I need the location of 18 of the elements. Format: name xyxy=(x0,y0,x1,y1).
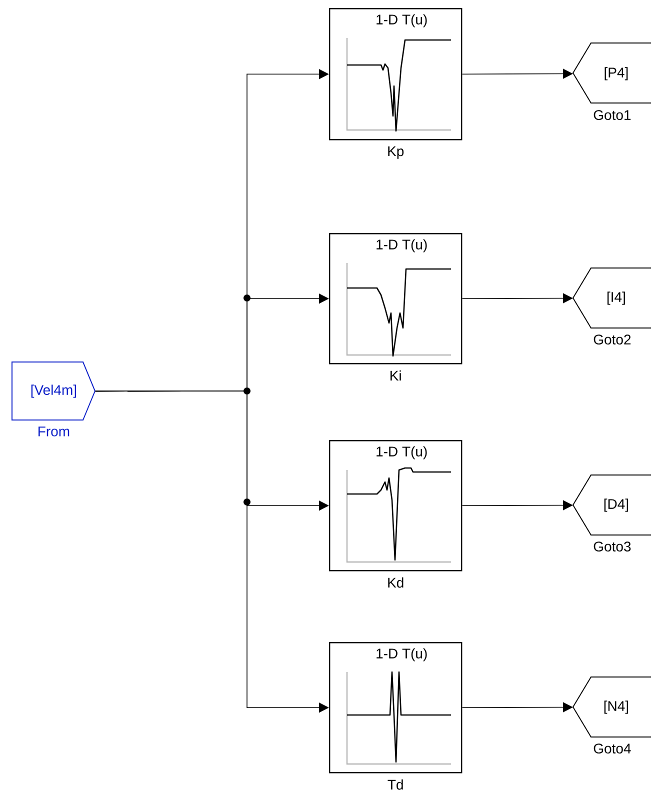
block-name: Ki xyxy=(390,370,401,381)
block-name: Goto2 xyxy=(594,334,631,345)
block-name: Goto4 xyxy=(594,744,631,754)
block-name: From xyxy=(38,426,70,436)
lookup-table-block: 1-D T(u) xyxy=(329,233,462,364)
block-name: Td xyxy=(388,779,403,790)
block-name: Goto3 xyxy=(594,542,631,552)
lookup-table-block: 1-D T(u) xyxy=(329,642,462,774)
lookup-table-block: 1-D T(u) xyxy=(329,440,462,572)
lookup-table-block: 1-D T(u) xyxy=(329,8,462,140)
goto-tag-block: [I4] xyxy=(572,268,652,328)
block-name: Kp xyxy=(388,146,404,159)
block-name: Goto1 xyxy=(594,110,631,120)
goto-tag-block: [D4] xyxy=(572,474,652,536)
goto-tag-block: [N4] xyxy=(572,676,652,738)
from-tag-block: [Vel4m] xyxy=(12,362,96,420)
block-name: Kd xyxy=(388,577,404,588)
goto-tag-block: [P4] xyxy=(572,42,652,104)
